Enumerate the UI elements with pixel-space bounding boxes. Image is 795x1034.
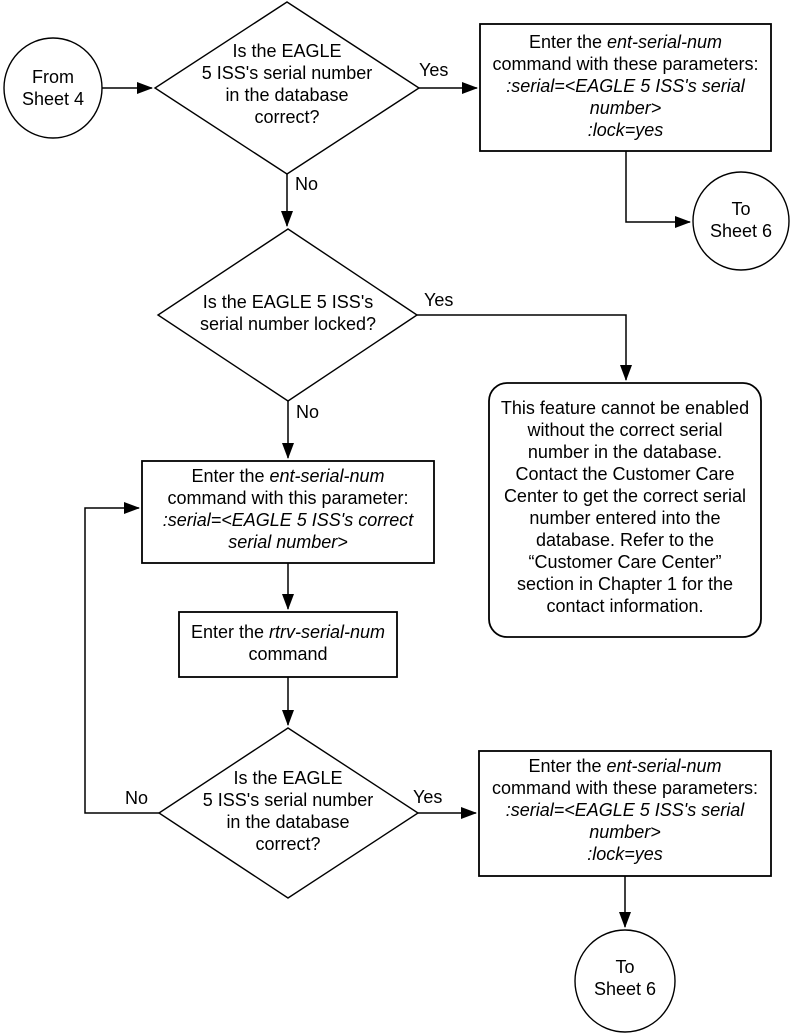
to-sheet6-bottom-label: To Sheet 6: [593, 957, 657, 999]
check-serial-bottom-label: Is the EAGLE 5 ISS's serial number in th…: [202, 768, 374, 854]
node-shape-group: [3, 1, 790, 1033]
edge-locked-yes: [417, 314, 632, 381]
to-sheet6-bottom-terminator-shape: [574, 929, 676, 1033]
check-serial-top-diamond: [153, 1, 421, 175]
enter-lock-bottom-box: [478, 750, 772, 877]
branch-label-no-bottom: No: [125, 788, 149, 808]
branch-label-yes-bottom: Yes: [413, 787, 443, 807]
edge-check2-no-loop: [84, 502, 159, 814]
edge-locktop-to-sheet6: [625, 151, 691, 228]
start-terminator-shape: [3, 37, 103, 139]
check-locked-label: Is the EAGLE 5 ISS's serial number locke…: [199, 292, 377, 334]
branch-label-yes-locked: Yes: [424, 290, 454, 310]
to-sheet6-top-label: To Sheet 6: [709, 199, 773, 241]
check-locked-diamond: [156, 228, 419, 402]
start-terminator-label: From Sheet 4: [21, 67, 85, 109]
connector-group: [84, 82, 691, 928]
branch-label-no-locked: No: [296, 402, 320, 422]
to-sheet6-top-terminator-shape: [692, 171, 790, 271]
branch-label-yes-top: Yes: [419, 60, 449, 80]
enter-rtrv-box: [178, 611, 398, 678]
cannot-enable-rounded-box: [488, 382, 762, 638]
enter-lock-top-box: [479, 23, 772, 152]
cannot-enable-label: This feature cannot be enabled without t…: [500, 398, 750, 616]
branch-label-no-top: No: [295, 174, 319, 194]
enter-correct-serial-box: [141, 460, 435, 564]
check-serial-bottom-diamond: [157, 727, 420, 899]
check-serial-top-label: Is the EAGLE 5 ISS's serial number in th…: [201, 41, 373, 127]
